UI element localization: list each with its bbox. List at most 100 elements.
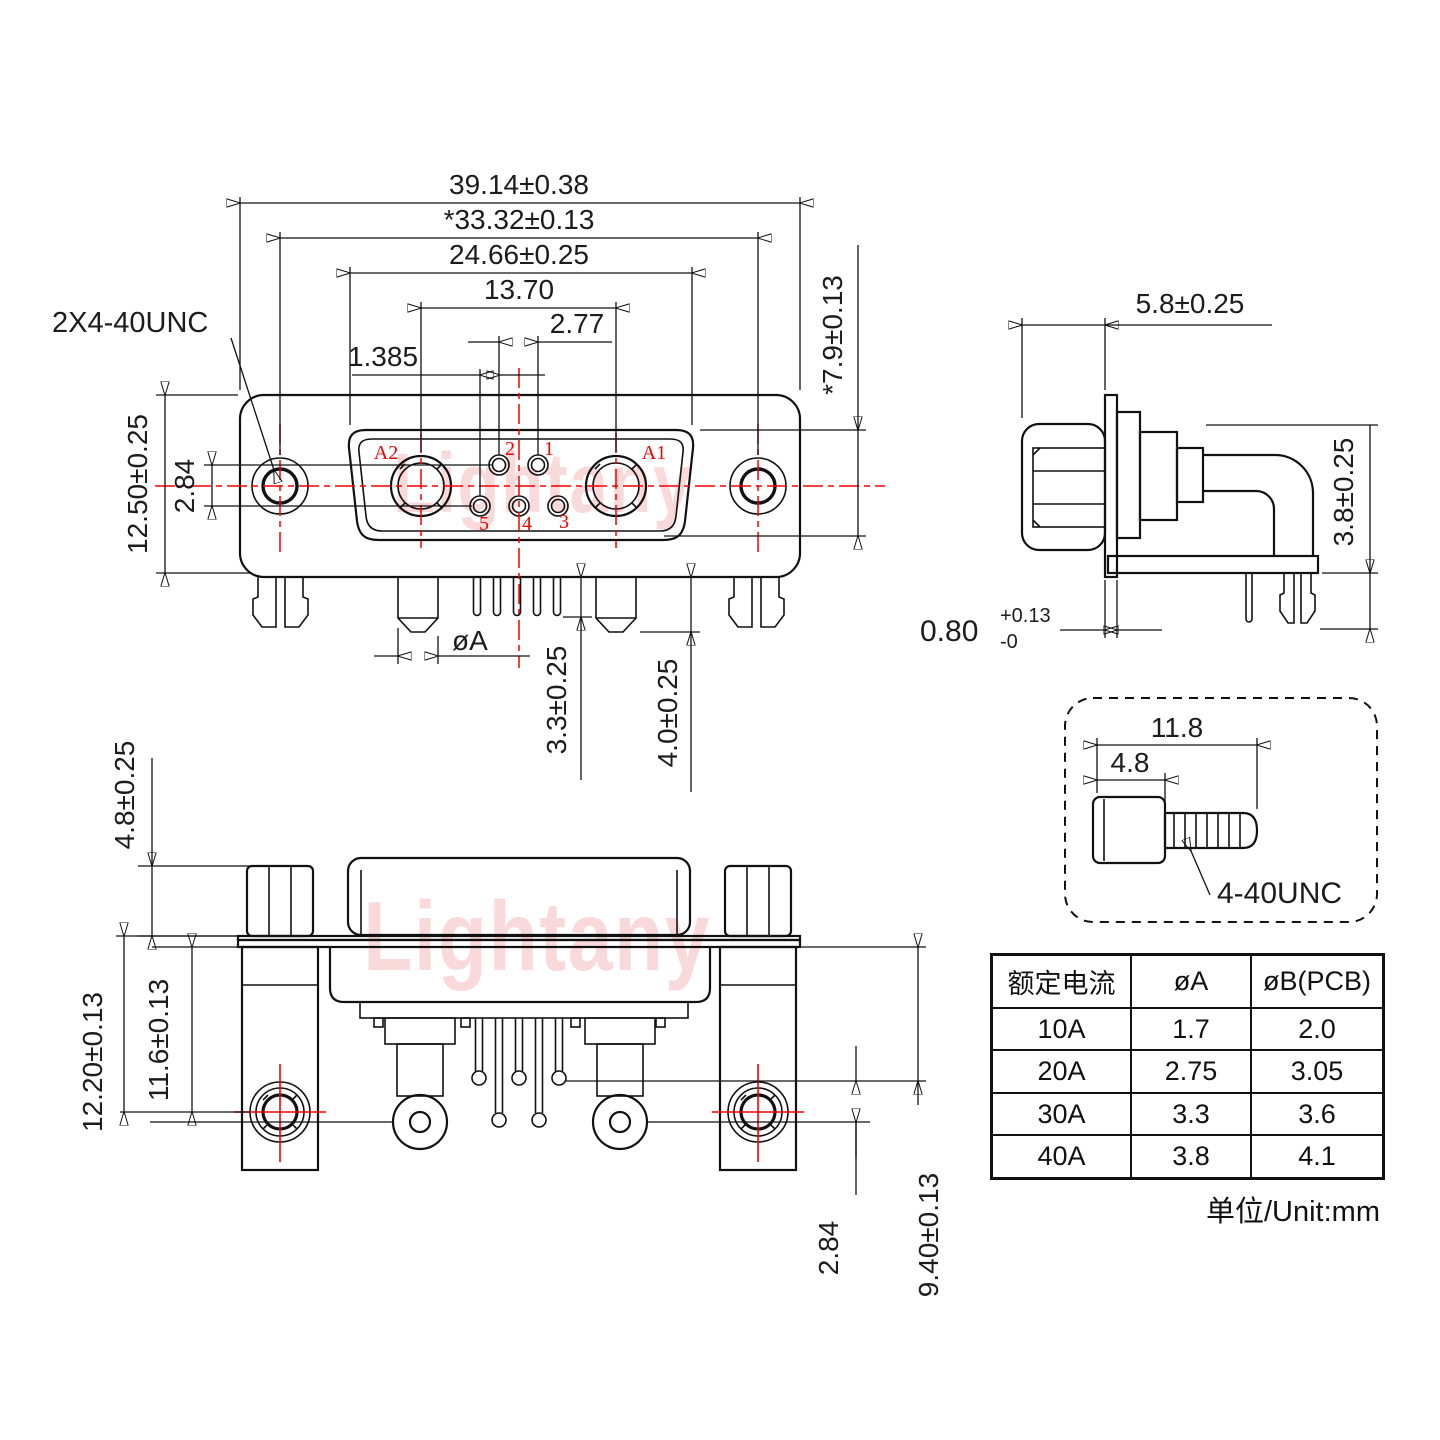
cell-current-10a: 10A xyxy=(990,1006,1132,1052)
dim-mount-spacing: *33.32±0.13 xyxy=(444,204,595,235)
dim-pin-diameter: øA xyxy=(452,625,488,656)
back-insulator xyxy=(328,947,712,1004)
front-extension-lines xyxy=(239,197,801,496)
dshell-inner xyxy=(358,438,684,532)
dim-nut-height: 4.8±0.25 xyxy=(109,741,140,850)
front-dimensions-vertical: 12.50±0.25 2.84 *7.9±0.13 xyxy=(122,245,866,573)
side-body xyxy=(1020,422,1107,552)
dim-shell-height: *7.9±0.13 xyxy=(817,275,848,395)
cell-b-20a: 3.05 xyxy=(1250,1049,1385,1094)
cell-current-40a: 40A xyxy=(990,1134,1132,1180)
side-view: 5.8±0.25 3.8±0.25 0.80 +0.13 -0 xyxy=(920,288,1378,653)
label-pin3: 3 xyxy=(559,511,569,533)
cell-b-10a: 2.0 xyxy=(1250,1006,1385,1052)
dim-flange-thickness: 0.80 xyxy=(920,615,978,648)
dim-mount-depth-1: 12.20±0.13 xyxy=(77,992,108,1132)
cell-current-30a: 30A xyxy=(990,1091,1132,1137)
front-dimensions: 39.14±0.38 *33.32±0.13 24.66±0.25 13.70 … xyxy=(240,169,800,375)
cell-a-20a: 2.75 xyxy=(1130,1049,1252,1094)
current-rating-table: 额定电流 øA øB(PCB) 10A 1.7 2.0 20A 2.75 3.0… xyxy=(990,953,1385,1180)
dim-screw-length: 11.8 xyxy=(1151,712,1203,743)
label-a1: A1 xyxy=(642,442,666,464)
side-foot-plate xyxy=(1106,554,1320,575)
dim-mount-depth-2: 11.6±0.13 xyxy=(143,979,174,1101)
screw-body xyxy=(1091,795,1259,865)
back-hex-nut-left xyxy=(245,864,315,938)
cell-a-10a: 1.7 xyxy=(1130,1006,1252,1052)
header-dia-a: øA xyxy=(1130,953,1252,1009)
dim-pin-pitch: 2.77 xyxy=(550,308,605,339)
side-board-lock xyxy=(1279,573,1316,624)
back-hex-nut-right xyxy=(723,864,793,938)
back-mount-insert-right xyxy=(712,1064,804,1162)
unit-note: 单位/Unit:mm xyxy=(1205,1196,1380,1228)
dim-power-spacing: 13.70 xyxy=(484,274,554,305)
dim-power-tail-length: 4.0±0.25 xyxy=(652,659,683,768)
front-dimensions-bottom: øA 3.3±0.25 4.0±0.25 xyxy=(374,577,700,792)
table-row: 40A 3.8 4.1 xyxy=(990,1134,1385,1180)
thread-note: 2X4-40UNC xyxy=(52,307,208,339)
thread-callout: 2X4-40UNC xyxy=(52,307,274,470)
side-block-a xyxy=(1115,410,1142,540)
cell-b-40a: 4.1 xyxy=(1250,1134,1385,1180)
side-dim-lock: 3.8±0.25 xyxy=(1206,424,1378,629)
side-block-b xyxy=(1138,430,1179,522)
dim-flange-tol-plus: +0.13 xyxy=(1000,605,1051,627)
dim-standoff-depth: 5.8±0.25 xyxy=(1136,288,1245,319)
back-insulator-step xyxy=(359,1001,689,1019)
label-a2: A2 xyxy=(374,442,398,464)
back-mount-insert-left xyxy=(234,1064,326,1162)
label-pin4: 4 xyxy=(522,513,532,535)
table-header-row: 额定电流 øA øB(PCB) xyxy=(990,953,1385,1009)
back-power-posts xyxy=(384,1017,656,1151)
screw-detail-frame xyxy=(1064,697,1378,923)
dim-row-offset-back: 2.84 xyxy=(813,1221,844,1276)
power-tail-a2 xyxy=(397,577,439,633)
signal-pin-tails xyxy=(472,577,562,617)
dim-shell-width: 24.66±0.25 xyxy=(449,239,589,270)
back-view: 4.8±0.25 12.20±0.13 11.6±0.13 9.40±0.13 … xyxy=(77,741,944,1298)
board-lock-right xyxy=(728,577,785,628)
dim-signal-tail-length: 3.3±0.25 xyxy=(541,646,572,755)
cell-a-40a: 3.8 xyxy=(1130,1134,1252,1180)
back-bracket-right xyxy=(718,945,798,1172)
board-lock-left xyxy=(252,577,309,628)
side-bracket xyxy=(1203,453,1315,556)
dim-overall-width: 39.14±0.38 xyxy=(449,169,589,200)
back-pegs xyxy=(373,1017,666,1028)
back-dimensions: 4.8±0.25 12.20±0.13 11.6±0.13 9.40±0.13 … xyxy=(77,741,944,1298)
side-dim-flange: 0.80 +0.13 -0 xyxy=(920,580,1162,653)
power-tail-a1 xyxy=(595,577,637,633)
back-shell-cap xyxy=(346,856,692,937)
screw-thread-label: 4-40UNC xyxy=(1217,877,1342,910)
table-row: 30A 3.3 3.6 xyxy=(990,1091,1385,1137)
screw-detail: 11.8 4.8 4-40UNC xyxy=(1064,697,1378,923)
dim-screw-head: 4.8 xyxy=(1111,747,1150,778)
cell-b-30a: 3.6 xyxy=(1250,1091,1385,1137)
label-pin2: 2 xyxy=(505,438,515,460)
header-dia-b: øB(PCB) xyxy=(1250,953,1385,1009)
side-hex-standoff xyxy=(1032,447,1106,528)
label-pin5: 5 xyxy=(479,513,489,535)
dim-lock-depth: 3.8±0.25 xyxy=(1328,438,1359,547)
front-view: 39.14±0.38 *33.32±0.13 24.66±0.25 13.70 … xyxy=(52,169,885,792)
cell-current-20a: 20A xyxy=(990,1049,1132,1094)
header-rated-current: 额定电流 xyxy=(990,953,1132,1009)
dim-pin-half-pitch: 1.385 xyxy=(348,341,418,372)
side-pin xyxy=(1245,573,1253,623)
side-flange xyxy=(1103,393,1119,579)
back-extension-lines xyxy=(116,865,926,1123)
label-pin1: 1 xyxy=(544,438,554,460)
table-row: 10A 1.7 2.0 xyxy=(990,1006,1385,1052)
screw-dimensions: 11.8 4.8 4-40UNC xyxy=(1097,712,1342,910)
dim-pin-depth: 9.40±0.13 xyxy=(913,1173,944,1297)
back-signal-tails xyxy=(471,1018,567,1128)
side-block-c xyxy=(1175,446,1205,504)
side-dim-depth: 5.8±0.25 xyxy=(1022,288,1272,418)
back-flange-bottom xyxy=(236,938,802,949)
cell-a-30a: 3.3 xyxy=(1130,1091,1252,1137)
dim-row-offset-front: 2.84 xyxy=(169,459,200,514)
back-bracket-left xyxy=(240,945,320,1172)
